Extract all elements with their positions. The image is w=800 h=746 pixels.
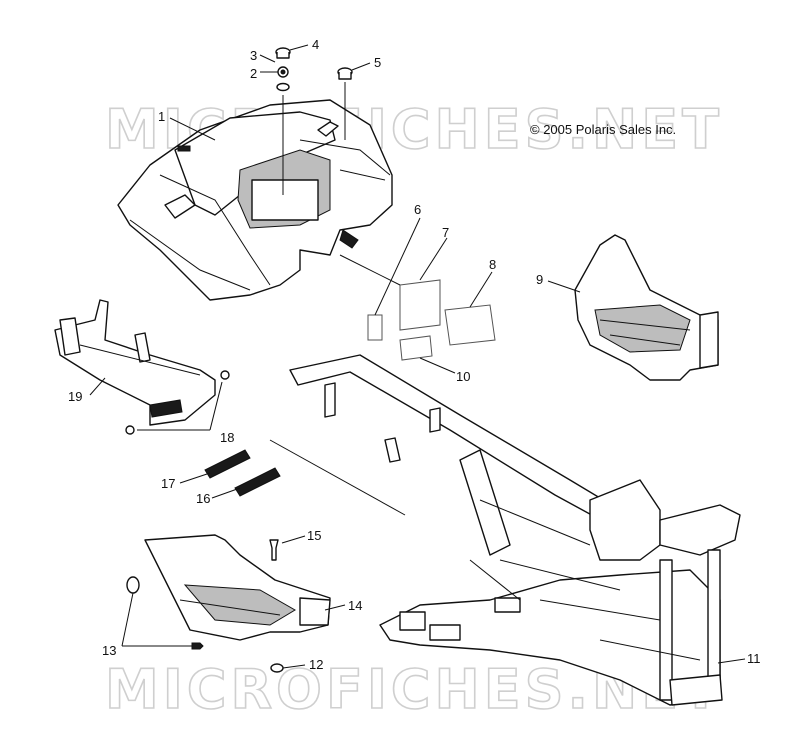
callout-9: 9: [536, 272, 543, 287]
callout-10: 10: [456, 369, 470, 384]
copyright-text: © 2005 Polaris Sales Inc.: [530, 122, 676, 137]
callout-1: 1: [158, 109, 165, 124]
callout-17: 17: [161, 476, 175, 491]
callout-5: 5: [374, 55, 381, 70]
decals: [339, 254, 496, 361]
callout-8: 8: [489, 257, 496, 272]
pads: [204, 449, 281, 497]
left-footwell-part: [144, 534, 331, 641]
right-footwell-part: [574, 234, 719, 381]
fasteners-bottom: [126, 539, 284, 673]
callout-18: 18: [220, 430, 234, 445]
callout-14: 14: [348, 598, 362, 613]
callout-11: 11: [747, 651, 761, 666]
callout-15: 15: [307, 528, 321, 543]
callout-13: 13: [102, 643, 116, 658]
callout-19: 19: [68, 389, 82, 404]
leader-lines: [89, 44, 746, 669]
callout-12: 12: [309, 657, 323, 672]
callout-2: 2: [250, 66, 257, 81]
guide-line: [269, 439, 406, 516]
main-frame-part: [289, 354, 741, 706]
callout-4: 4: [312, 37, 319, 52]
callout-16: 16: [196, 491, 210, 506]
fasteners-top: [275, 47, 353, 195]
callout-3: 3: [250, 48, 257, 63]
callout-7: 7: [442, 225, 449, 240]
rear-fender-part: [117, 99, 393, 301]
rear-rack-bracket-part: [54, 299, 230, 435]
callout-6: 6: [414, 202, 421, 217]
